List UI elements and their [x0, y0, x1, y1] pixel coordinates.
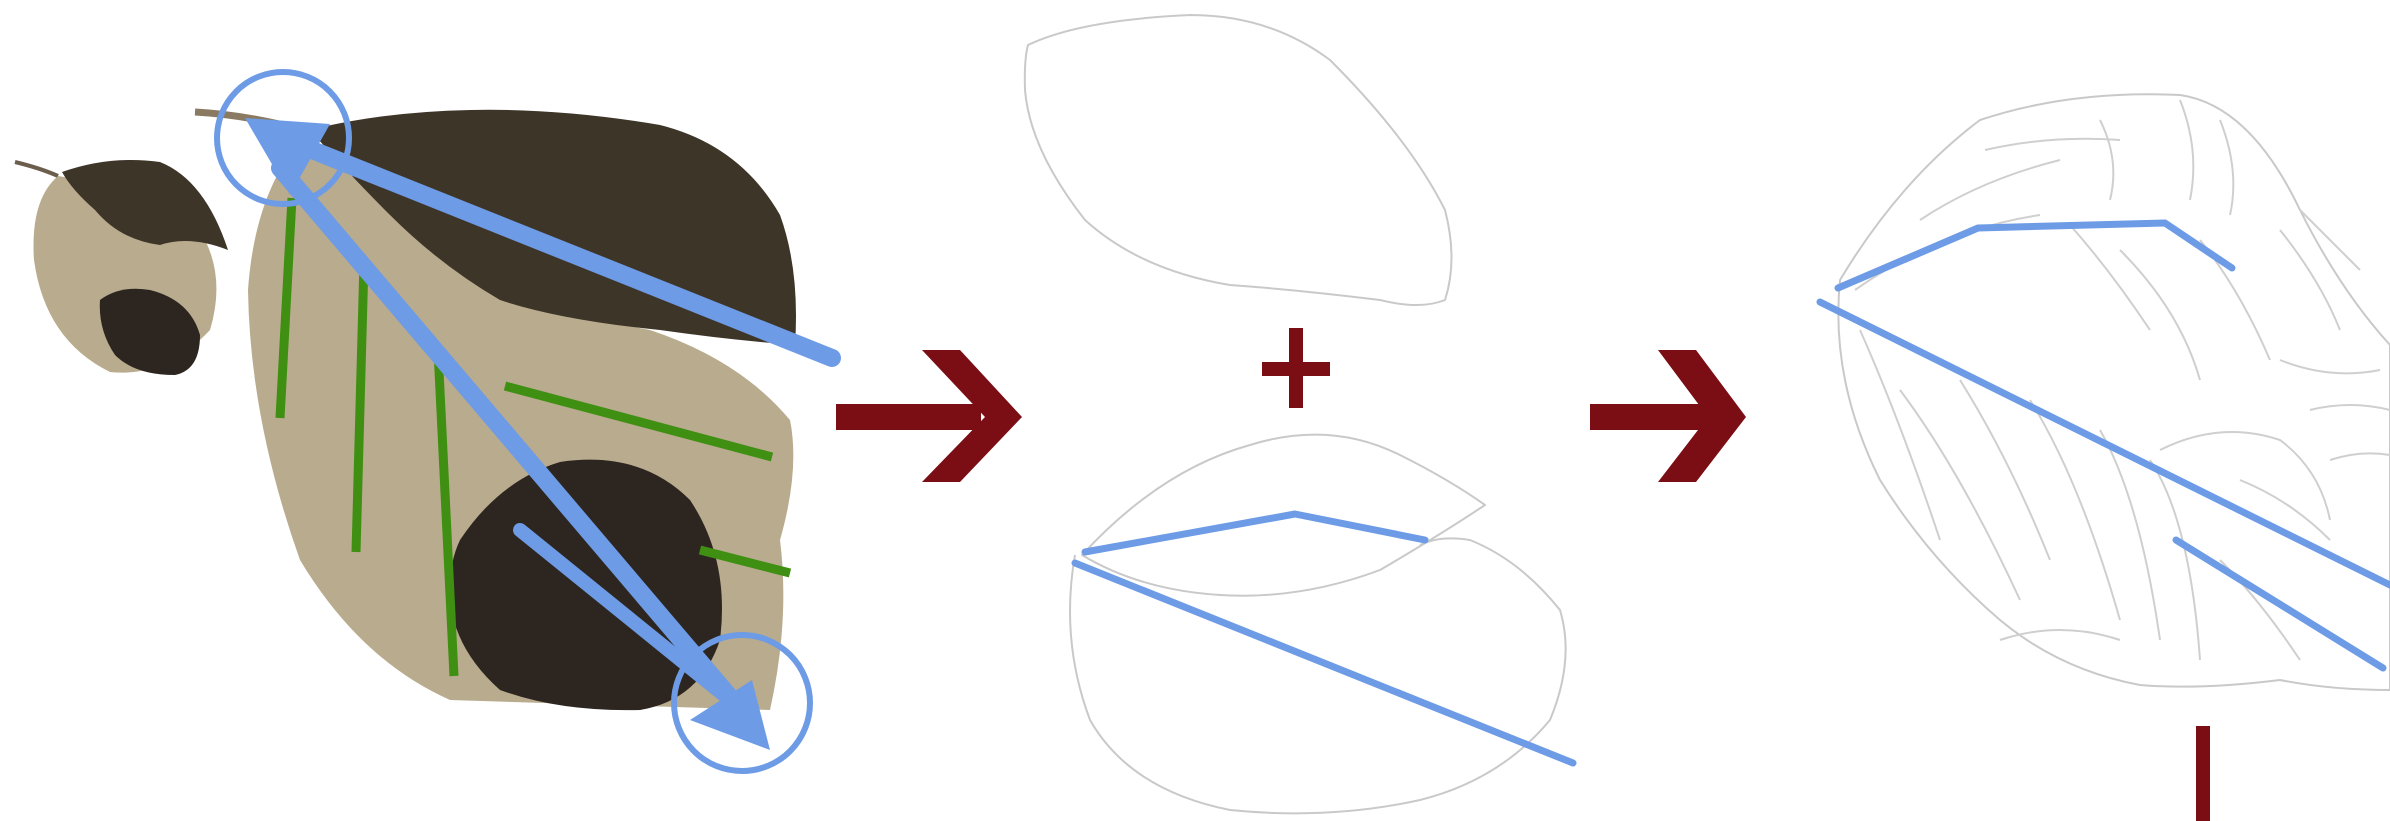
upper-leaf-outline [1025, 15, 1452, 305]
plus-icon [1262, 328, 1330, 408]
arrow-icon [1590, 350, 1746, 482]
outline-panel [1025, 15, 1573, 813]
blue-axis-line [1838, 223, 2232, 288]
small-leaf-stem [15, 162, 58, 176]
small-leaf-photo [15, 160, 228, 375]
blue-axis-line [1075, 563, 1573, 763]
lower-leaf-outline-bottom [1070, 538, 1566, 813]
partial-arrow-icon [2196, 726, 2210, 821]
photo-panel [15, 72, 832, 771]
reconstruction-panel [1820, 94, 2390, 821]
arrow-icon [836, 350, 1022, 482]
blue-axis-line [1085, 514, 1425, 552]
blue-axis-line [2176, 540, 2383, 668]
vein-network [1855, 100, 2390, 660]
